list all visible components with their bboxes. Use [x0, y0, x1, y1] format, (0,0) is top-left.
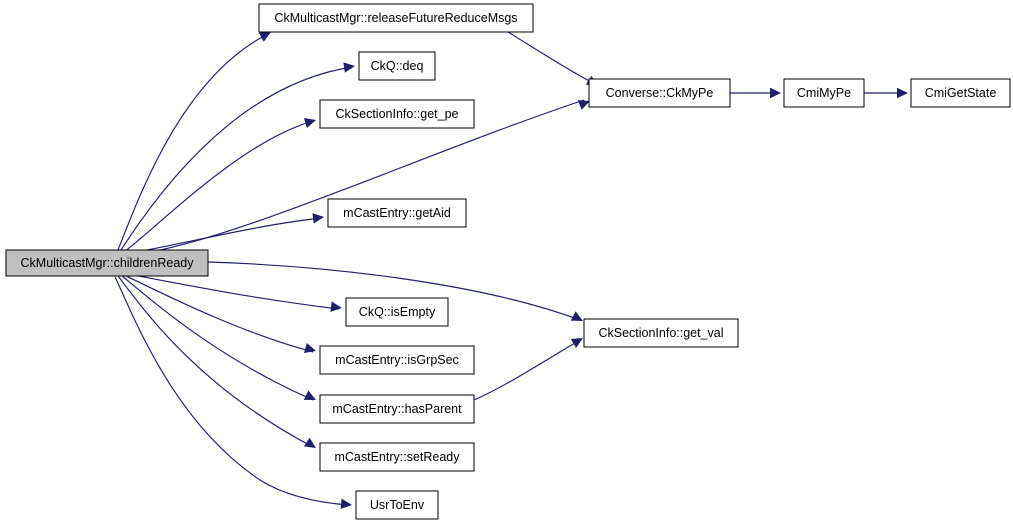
node-box-ckmype[interactable]: [588, 78, 731, 108]
node-ckqdeq[interactable]: CkQ::deq: [358, 51, 436, 81]
node-label-ckqdeq: CkQ::deq: [371, 59, 424, 73]
node-box-isempty[interactable]: [345, 297, 449, 327]
node-isempty[interactable]: CkQ::isEmpty: [345, 297, 449, 327]
node-label-setready: mCastEntry::setReady: [334, 450, 460, 464]
nodes-layer: CkMulticastMgr::childrenReady CkMulticast…: [5, 3, 1011, 520]
node-isgrpsec[interactable]: mCastEntry::isGrpSec: [319, 345, 475, 375]
arrowhead-root-to-getval: [570, 311, 583, 321]
node-box-release[interactable]: [258, 3, 534, 33]
node-label-usrtoenv: UsrToEnv: [370, 498, 425, 512]
edge-root-to-setready: [117, 275, 314, 448]
arrowhead-root-to-ckqdeq: [343, 62, 355, 73]
edge-root-to-isempty: [127, 273, 340, 310]
arrowhead-root-to-ckmype: [577, 100, 590, 110]
arrowhead-cmimype-to-cmigetstate: [897, 87, 908, 99]
node-box-cmigetstate[interactable]: [910, 78, 1011, 108]
node-box-getval[interactable]: [583, 318, 739, 348]
arrowhead-hasparent-to-getval: [570, 338, 583, 349]
edge-release-to-ckmype: [507, 31, 596, 85]
edge-root-to-ckmype: [131, 99, 585, 256]
arrowheads-layer: [258, 32, 908, 510]
node-box-isgrpsec[interactable]: [319, 345, 475, 375]
edge-hasparent-to-getval: [473, 339, 581, 401]
node-usrtoenv[interactable]: UsrToEnv: [355, 490, 439, 520]
node-box-root[interactable]: [5, 249, 209, 277]
node-cmigetstate[interactable]: CmiGetState: [910, 78, 1011, 108]
node-box-usrtoenv[interactable]: [355, 490, 439, 520]
arrowhead-root-to-release: [258, 32, 271, 42]
edge-root-to-hasparent: [120, 274, 314, 401]
node-box-getpe[interactable]: [319, 99, 475, 129]
node-label-getaid: mCastEntry::getAid: [343, 206, 451, 220]
node-setready[interactable]: mCastEntry::setReady: [319, 442, 475, 472]
node-label-isgrpsec: mCastEntry::isGrpSec: [335, 353, 459, 367]
node-box-getaid[interactable]: [327, 198, 467, 228]
arrowhead-root-to-getpe: [303, 118, 316, 129]
node-box-hasparent[interactable]: [319, 394, 475, 424]
node-box-cmimype[interactable]: [783, 78, 865, 108]
node-getaid[interactable]: mCastEntry::getAid: [327, 198, 467, 228]
node-label-getval: CkSectionInfo::get_val: [598, 326, 723, 340]
node-label-root: CkMulticastMgr::childrenReady: [21, 256, 195, 270]
node-label-release: CkMulticastMgr::releaseFutureReduceMsgs: [274, 11, 517, 25]
node-label-cmigetstate: CmiGetState: [925, 86, 997, 100]
edge-root-to-getval: [207, 261, 581, 321]
arrowhead-root-to-getaid: [312, 213, 324, 224]
node-getval[interactable]: CkSectionInfo::get_val: [583, 318, 739, 348]
node-label-hasparent: mCastEntry::hasParent: [332, 402, 462, 416]
node-box-setready[interactable]: [319, 442, 475, 472]
arrowhead-root-to-hasparent: [303, 390, 316, 400]
arrowhead-root-to-isgrpsec: [303, 342, 316, 353]
arrowhead-root-to-isempty: [330, 301, 342, 312]
edge-root-to-getpe: [123, 120, 314, 253]
node-root[interactable]: CkMulticastMgr::childrenReady: [5, 249, 209, 277]
node-box-ckqdeq[interactable]: [358, 51, 436, 81]
edge-root-to-usrtoenv: [114, 276, 350, 506]
edge-root-to-ckqdeq: [120, 66, 353, 251]
node-label-getpe: CkSectionInfo::get_pe: [336, 107, 459, 121]
arrowhead-root-to-setready: [303, 437, 316, 448]
node-ckmype[interactable]: Converse::CkMyPe: [588, 78, 731, 108]
edge-root-to-release: [117, 34, 267, 251]
node-hasparent[interactable]: mCastEntry::hasParent: [319, 394, 475, 424]
edge-root-to-isgrpsec: [123, 274, 314, 353]
node-release[interactable]: CkMulticastMgr::releaseFutureReduceMsgs: [258, 3, 534, 33]
node-getpe[interactable]: CkSectionInfo::get_pe: [319, 99, 475, 129]
arrowhead-ckmype-to-cmimype: [770, 87, 781, 99]
node-label-cmimype: CmiMyPe: [797, 86, 851, 100]
arrowhead-root-to-usrtoenv: [340, 498, 352, 510]
node-cmimype[interactable]: CmiMyPe: [783, 78, 865, 108]
node-label-ckmype: Converse::CkMyPe: [606, 86, 714, 100]
node-label-isempty: CkQ::isEmpty: [359, 305, 436, 319]
